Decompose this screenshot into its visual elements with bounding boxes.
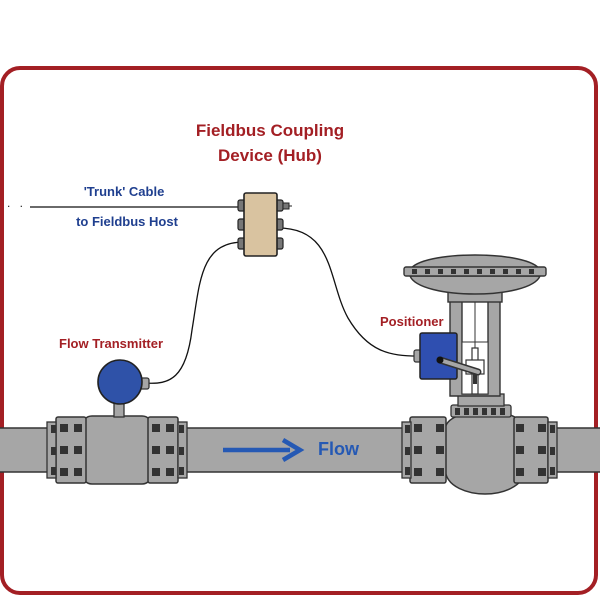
trunk-label-line1: 'Trunk' Cable [83, 184, 165, 199]
diaphragm-actuator [403, 254, 547, 303]
flow-transmitter [97, 359, 150, 418]
trunk-ellipsis: . . [7, 196, 27, 210]
hub-title-line1: Fieldbus Coupling [195, 121, 345, 140]
flow-label: Flow [318, 439, 359, 459]
positioner [413, 332, 482, 380]
flowmeter-body [46, 415, 188, 485]
actuator-yoke [449, 299, 501, 397]
spur-cable-transmitter [144, 241, 245, 384]
control-valve-body [401, 393, 558, 495]
coupling-device-hub [237, 192, 292, 257]
trunk-label-line2: to Fieldbus Host [76, 214, 178, 229]
positioner-label: Positioner [380, 314, 444, 329]
flow-arrow [223, 438, 305, 462]
hub-title-line2: Device (Hub) [218, 146, 322, 165]
spur-cable-positioner [277, 227, 419, 357]
flow-transmitter-label: Flow Transmitter [59, 336, 164, 351]
hub-title: Fieldbus Coupling Device (Hub) [150, 118, 390, 168]
